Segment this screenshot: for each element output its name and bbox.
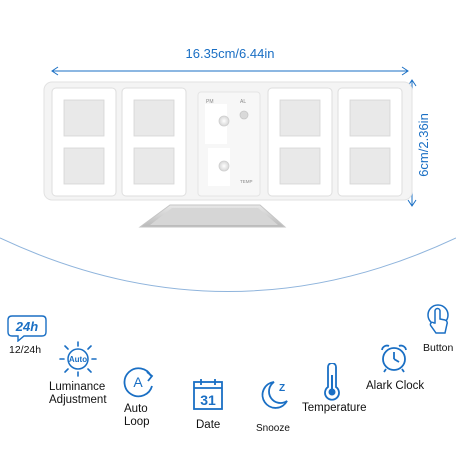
touch-button-icon [427,304,449,334]
feature-label-date: Date [196,419,221,431]
auto-brightness-icon: Auto [59,341,97,377]
feature-label-luminance-line1: Luminance [49,381,106,393]
digit-3 [267,87,333,197]
svg-text:Z: Z [279,383,285,394]
thermometer-icon [324,363,340,401]
auto-loop-icon: A [123,367,154,398]
al-indicator: AL [240,99,246,105]
feature-label-autoloop: Auto Loop [124,403,150,429]
width-label: 16.35cm/6.44in [186,46,275,61]
divider-arc [0,237,456,292]
feature-label-luminance-line2: Adjustment [49,394,107,406]
colon-led-top [205,104,227,144]
feature-label-luminance: Luminance Adjustment [49,381,107,407]
digit-4 [337,87,403,197]
pm-indicator: PM [206,99,214,105]
feature-label-24h: 12/24h [9,344,42,356]
temp-indicator: TEMP [240,179,253,184]
colon-dot-top [218,115,230,127]
svg-text:A: A [133,374,143,390]
feature-label-snooze: Snooze [256,423,290,434]
clock-digits [51,87,403,197]
digit-1 [51,87,117,197]
colon-dot-bottom [218,160,230,172]
digit-2 [121,87,187,197]
feature-label-autoloop-line1: Auto [124,403,148,415]
feature-label-alarm: Alark Clock [366,380,425,392]
light-sensor [239,110,249,120]
calendar-icon: 31 [193,379,223,410]
clock-stand [138,204,287,228]
24h-badge-icon: 24h [7,315,47,342]
height-label: 6cm/2.36in [416,113,431,177]
moon-snooze-icon: Z [261,381,288,409]
center-panel: PM AL TEMP [197,91,261,197]
feature-label-temperature: Temperature [302,402,367,414]
svg-text:31: 31 [200,392,216,408]
feature-label-button: Button [423,342,454,354]
alarm-clock-icon [381,344,407,373]
feature-label-autoloop-line2: Loop [124,416,150,428]
svg-text:24h: 24h [15,319,38,334]
svg-text:Auto: Auto [69,355,87,364]
width-dimension: 16.35cm/6.44in [51,46,409,76]
